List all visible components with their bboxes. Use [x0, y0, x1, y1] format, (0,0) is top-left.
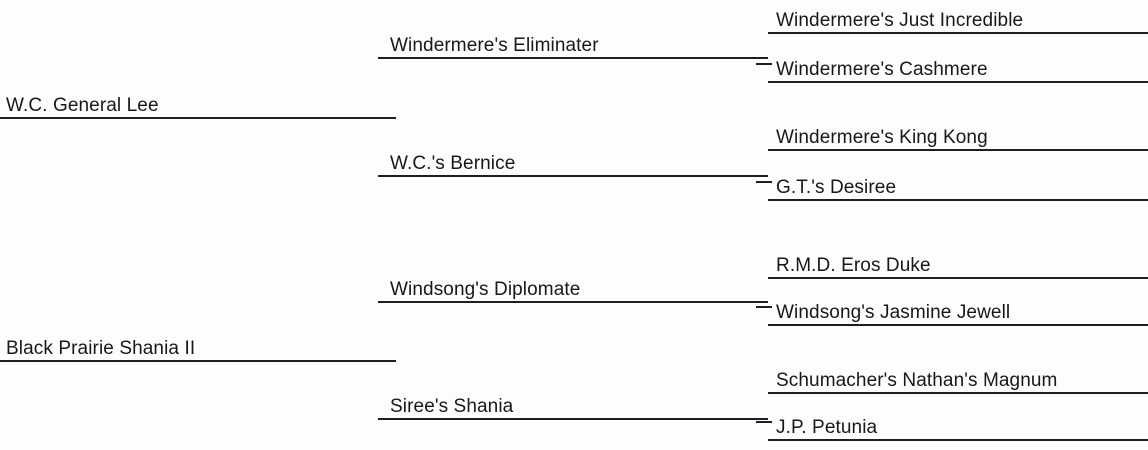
pedigree-node-gen2-1: Windermere's Eliminater [378, 25, 768, 59]
pedigree-node-gen3-2: Windermere's Cashmere [768, 49, 1148, 83]
pedigree-node-label: Windsong's Diplomate [390, 279, 581, 300]
pedigree-node-label: G.T.'s Desiree [776, 177, 897, 198]
pedigree-connector [756, 63, 772, 65]
pedigree-node-gen3-8: J.P. Petunia [768, 407, 1148, 441]
pedigree-node-gen3-7: Schumacher's Nathan's Magnum [768, 360, 1148, 394]
pedigree-node-rule [768, 324, 1148, 326]
pedigree-node-label: W.C.'s Bernice [390, 153, 516, 174]
pedigree-connector [756, 306, 772, 308]
pedigree-node-gen3-1: Windermere's Just Incredible [768, 0, 1148, 34]
pedigree-node-label: Black Prairie Shania II [6, 338, 196, 359]
pedigree-connector [756, 181, 772, 183]
pedigree-node-gen2-2: W.C.'s Bernice [378, 143, 768, 177]
pedigree-node-gen1-1: W.C. General Lee [0, 85, 396, 119]
pedigree-node-label: W.C. General Lee [6, 95, 159, 116]
pedigree-node-label: Siree's Shania [390, 396, 514, 417]
pedigree-node-rule [378, 418, 768, 420]
pedigree-node-gen2-3: Windsong's Diplomate [378, 269, 768, 303]
pedigree-node-gen3-3: Windermere's King Kong [768, 117, 1148, 151]
pedigree-node-label: Windermere's King Kong [776, 127, 988, 148]
pedigree-node-label: Windsong's Jasmine Jewell [776, 302, 1011, 323]
pedigree-node-gen2-4: Siree's Shania [378, 386, 768, 420]
pedigree-node-gen1-2: Black Prairie Shania II [0, 328, 396, 362]
pedigree-node-rule [378, 57, 768, 59]
pedigree-node-label: Windermere's Eliminater [390, 35, 599, 56]
pedigree-node-label: Windermere's Just Incredible [776, 10, 1024, 31]
pedigree-node-rule [768, 149, 1148, 151]
pedigree-node-label: Schumacher's Nathan's Magnum [776, 370, 1058, 391]
pedigree-connector [756, 421, 772, 423]
pedigree-node-rule [768, 81, 1148, 83]
pedigree-node-rule [378, 301, 768, 303]
pedigree-node-rule [768, 32, 1148, 34]
pedigree-node-rule [0, 117, 396, 119]
pedigree-node-gen3-6: Windsong's Jasmine Jewell [768, 292, 1148, 326]
pedigree-node-label: J.P. Petunia [776, 417, 878, 438]
pedigree-node-rule [768, 439, 1148, 441]
pedigree-node-label: R.M.D. Eros Duke [776, 255, 931, 276]
pedigree-node-label: Windermere's Cashmere [776, 59, 988, 80]
pedigree-node-rule [378, 175, 768, 177]
pedigree-node-rule [768, 277, 1148, 279]
pedigree-node-rule [0, 360, 396, 362]
pedigree-node-rule [768, 392, 1148, 394]
pedigree-node-rule [768, 199, 1148, 201]
pedigree-node-gen3-5: R.M.D. Eros Duke [768, 245, 1148, 279]
pedigree-node-gen3-4: G.T.'s Desiree [768, 167, 1148, 201]
